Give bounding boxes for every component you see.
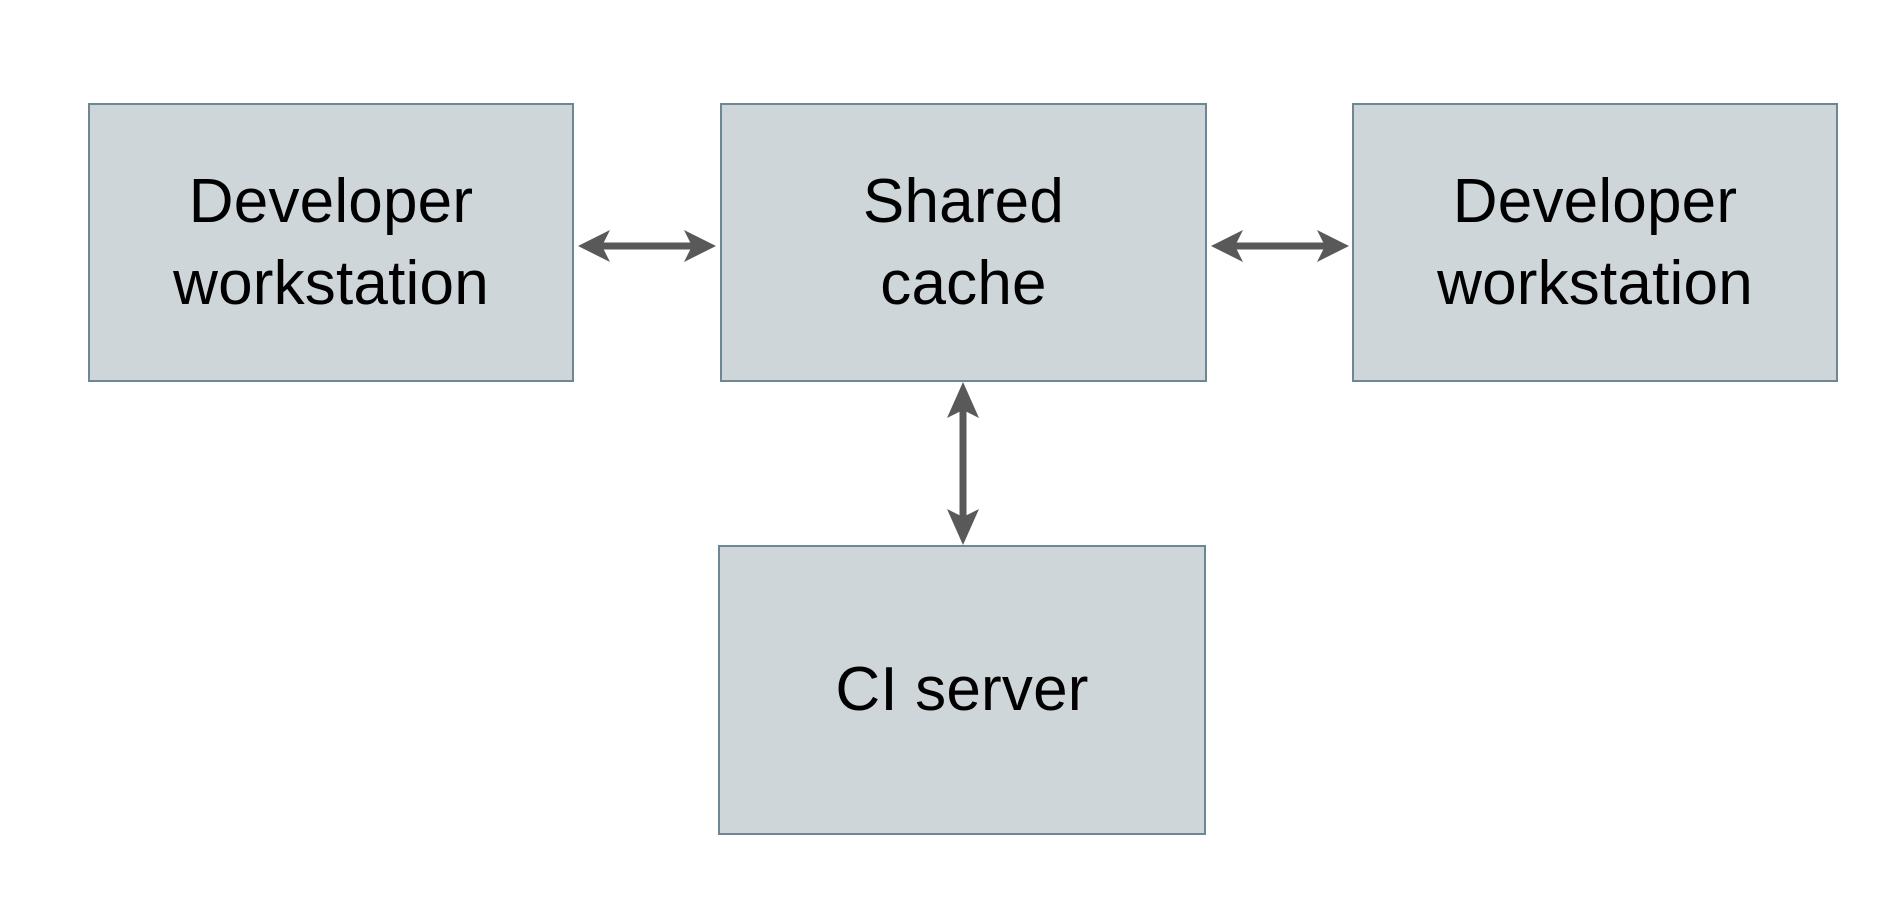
connector-shared-cache-to-ci-server[interactable] (925, 378, 1001, 549)
node-label: Developer workstation (1437, 166, 1753, 318)
connector-developer-left-to-shared-cache[interactable] (570, 208, 724, 284)
node-developer-workstation-right[interactable]: Developer workstation (1352, 103, 1838, 382)
node-label: Developer workstation (173, 166, 489, 318)
node-label: Shared cache (862, 166, 1065, 318)
node-shared-cache[interactable]: Shared cache (720, 103, 1207, 382)
node-ci-server[interactable]: CI server (718, 545, 1206, 835)
double-arrow-icon (1211, 230, 1349, 262)
double-arrow-icon (578, 230, 716, 262)
node-label: CI server (835, 655, 1089, 725)
node-developer-workstation-left[interactable]: Developer workstation (88, 103, 574, 382)
double-arrow-icon (947, 382, 979, 545)
connector-shared-cache-to-developer-right[interactable] (1203, 208, 1357, 284)
